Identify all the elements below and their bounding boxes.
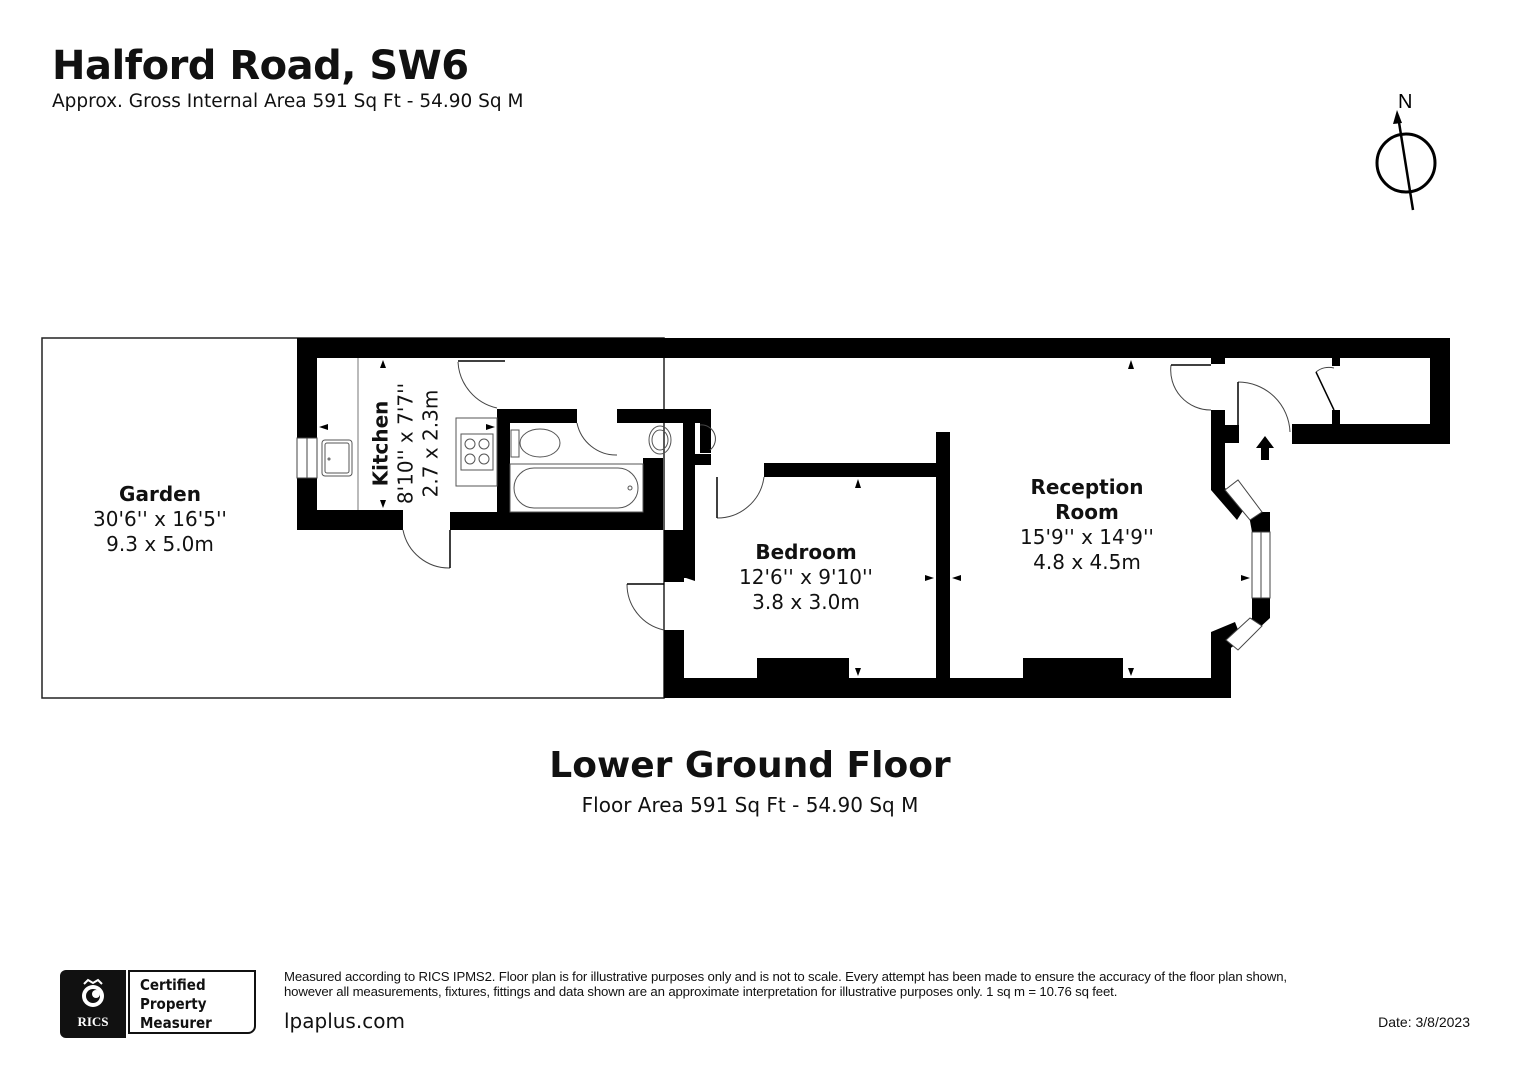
compass-label: N	[1398, 91, 1412, 113]
badge-line3: Measurer	[140, 1014, 212, 1032]
walls	[297, 338, 1450, 698]
room-reception: Reception Room 15'9'' x 14'9'' 4.8 x 4.5…	[987, 475, 1187, 575]
room-imperial: 8'10'' x 7'7''	[393, 382, 418, 505]
north-arrow-icon: N	[1375, 91, 1437, 211]
rics-brand: RICS	[77, 1014, 109, 1029]
room-bedroom: Bedroom 12'6'' x 9'10'' 3.8 x 3.0m	[706, 540, 906, 615]
basin-icon	[648, 425, 672, 455]
room-metric: 3.8 x 3.0m	[752, 590, 860, 614]
disclaimer: Measured according to RICS IPMS2. Floor …	[284, 969, 1484, 999]
room-metric: 4.8 x 4.5m	[1033, 550, 1141, 574]
room-name: Bedroom	[755, 540, 857, 564]
room-name: Garden	[119, 482, 201, 506]
room-metric: 2.7 x 2.3m	[418, 389, 443, 498]
property-title: Halford Road, SW6	[52, 43, 469, 89]
badge-line1: Certified	[140, 976, 206, 994]
certified-measurer-label: Certified Property Measurer	[128, 970, 256, 1034]
entrance-arrow-icon	[1256, 436, 1274, 460]
room-name: Reception	[1030, 475, 1144, 499]
room-kitchen: Kitchen 8'10'' x 7'7'' 2.7 x 2.3m	[369, 344, 444, 544]
room-garden: Garden 30'6'' x 16'5'' 9.3 x 5.0m	[60, 482, 260, 557]
room-metric: 9.3 x 5.0m	[106, 532, 214, 556]
rics-logo: RICS	[60, 970, 126, 1038]
room-imperial: 15'9'' x 14'9''	[1020, 525, 1154, 549]
doors	[402, 360, 1335, 631]
badge-line2: Property	[140, 995, 207, 1013]
gross-internal-area: Approx. Gross Internal Area 591 Sq Ft - …	[52, 91, 524, 112]
floor-area: Floor Area 591 Sq Ft - 54.90 Sq M	[581, 793, 919, 817]
toilet-icon	[510, 428, 561, 458]
rics-badge: RICS Certified Property Measurer	[60, 970, 260, 1038]
floor-title: Lower Ground Floor	[549, 745, 951, 786]
room-name-line2: Room	[1055, 500, 1119, 524]
hob-icon	[455, 417, 498, 487]
website-link[interactable]: lpaplus.com	[284, 1009, 405, 1033]
bathtub-icon	[509, 463, 644, 513]
sink-icon	[321, 439, 353, 477]
room-name: Kitchen	[368, 400, 393, 487]
disclaimer-line1: Measured according to RICS IPMS2. Floor …	[284, 969, 1287, 984]
windows	[296, 437, 1271, 651]
disclaimer-line2: however all measurements, fixtures, fitt…	[284, 984, 1118, 999]
room-imperial: 30'6'' x 16'5''	[93, 507, 227, 531]
room-imperial: 12'6'' x 9'10''	[739, 565, 873, 589]
dimension-markers	[319, 360, 1250, 676]
plan-date: Date: 3/8/2023	[1378, 1014, 1470, 1030]
lion-icon	[82, 978, 104, 1007]
